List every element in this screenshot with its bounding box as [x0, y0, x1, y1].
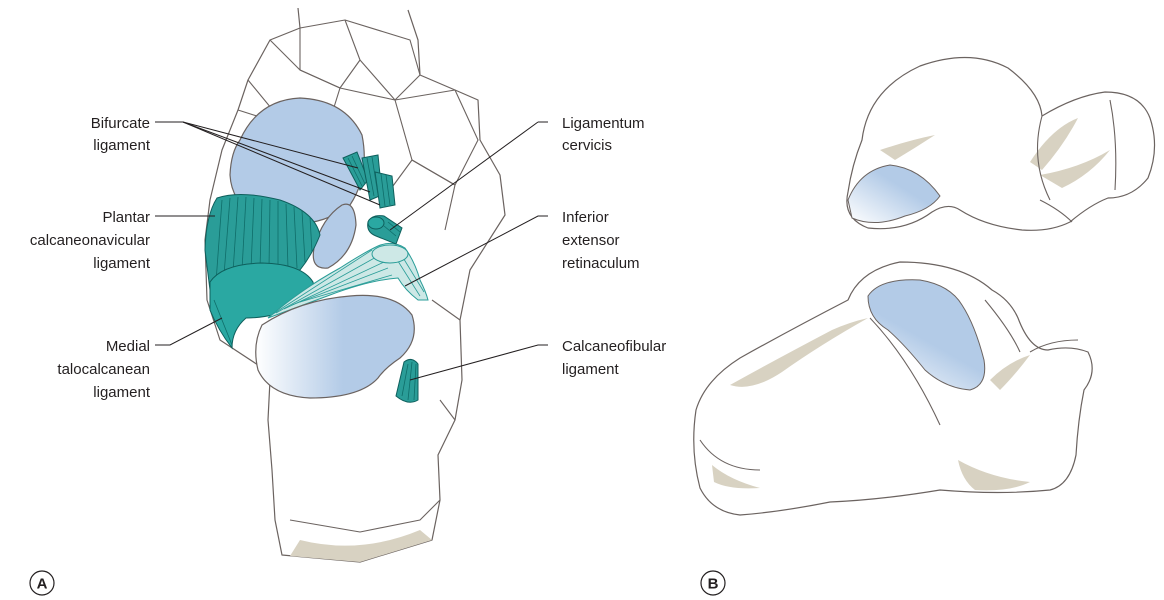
label-cervicis-line1: Ligamentum — [562, 115, 645, 132]
label-medial-talocalcanean: Medial talocalcanean ligament — [57, 338, 150, 401]
label-plantar-line1: Plantar — [102, 209, 150, 226]
label-plantar-line3: ligament — [93, 255, 151, 272]
label-plantar-line2: calcaneonavicular — [30, 232, 150, 249]
label-plantar-calcaneonavicular: Plantar calcaneonavicular ligament — [30, 209, 151, 272]
panel-b-talus-and-calcaneus: B — [694, 57, 1155, 595]
label-calcaneofibular-line1: Calcaneofibular — [562, 338, 666, 355]
label-bifurcate-line1: Bifurcate — [91, 115, 150, 132]
label-bifurcate-ligament: Bifurcate ligament — [91, 115, 151, 154]
panel-letter-a-text: A — [37, 576, 48, 593]
label-medial-line3: ligament — [93, 384, 151, 401]
panel-letter-a: A — [30, 571, 54, 595]
label-inferior-extensor-retinaculum: Inferior extensor retinaculum — [562, 209, 640, 272]
label-ligamentum-cervicis: Ligamentum cervicis — [562, 115, 645, 154]
label-calcaneofibular-line2: ligament — [562, 361, 620, 378]
label-calcaneofibular-ligament: Calcaneofibular ligament — [562, 338, 666, 378]
panel-letter-b: B — [701, 571, 725, 595]
label-extensor-line3: retinaculum — [562, 255, 640, 272]
label-extensor-line2: extensor — [562, 232, 620, 249]
label-cervicis-line2: cervicis — [562, 137, 612, 154]
calcaneus-bone — [694, 262, 1092, 515]
talus-bone — [847, 57, 1155, 230]
label-extensor-line1: Inferior — [562, 209, 609, 226]
label-medial-line1: Medial — [106, 338, 150, 355]
label-bifurcate-line2: ligament — [93, 137, 151, 154]
panel-a-calcaneus-with-ligaments: Bifurcate ligament Plantar calcaneonavic… — [30, 8, 666, 595]
label-medial-line2: talocalcanean — [57, 361, 150, 378]
panel-letter-b-text: B — [708, 576, 719, 593]
